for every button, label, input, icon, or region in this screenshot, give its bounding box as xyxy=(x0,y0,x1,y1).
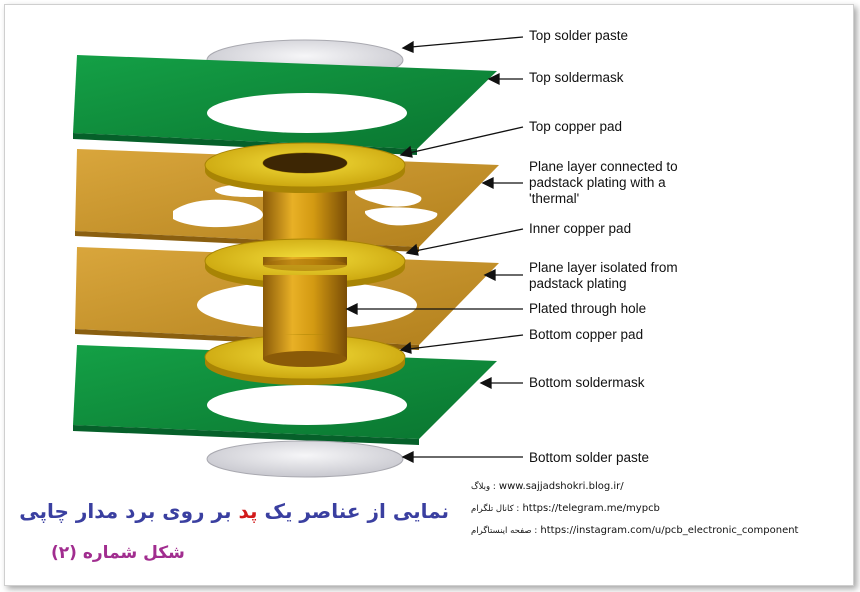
diagram-frame: Top solder paste Top soldermask Top copp… xyxy=(4,4,854,586)
label-top-soldermask: Top soldermask xyxy=(529,70,624,85)
arrow-isolated-plane xyxy=(483,268,523,282)
credit-blog: وبلاگ : www.sajjadshokri.blog.ir/ xyxy=(471,481,624,492)
bottom-solder-paste-disk xyxy=(206,440,404,478)
figure-number: شکل شماره (۲) xyxy=(51,543,185,563)
arrow-top-solder-paste xyxy=(401,36,524,53)
telegram-link[interactable]: https://telegram.me/mypcb xyxy=(522,503,660,514)
credit-telegram-label: کانال تلگرام : xyxy=(471,504,520,514)
arrow-top-copper-pad xyxy=(399,126,524,158)
arrow-bottom-solder-paste xyxy=(401,450,523,464)
label-bottom-copper-pad: Bottom copper pad xyxy=(529,327,644,342)
label-top-copper-pad: Top copper pad xyxy=(529,119,623,134)
arrow-bottom-copper-pad xyxy=(399,334,524,354)
label-isolated-plane: Plane layer isolated from padstack plati… xyxy=(529,260,678,291)
label-bottom-soldermask: Bottom soldermask xyxy=(529,375,645,390)
label-thermal-plane: Plane layer connected to padstack platin… xyxy=(529,159,678,206)
credit-instagram-label: صفحه اینستاگرام : xyxy=(471,526,538,536)
arrow-inner-copper-pad xyxy=(405,228,524,256)
arrow-thermal-plane xyxy=(481,176,523,190)
credit-instagram: صفحه اینستاگرام : https://instagram.com/… xyxy=(471,525,798,536)
title-highlight: پد xyxy=(238,499,258,523)
arrow-bottom-soldermask xyxy=(479,376,523,390)
title-part1: نمایی از عناصر یک xyxy=(257,499,449,523)
label-bottom-solder-paste: Bottom solder paste xyxy=(529,450,650,465)
label-plated-through-hole: Plated through hole xyxy=(529,301,647,316)
credit-blog-label: وبلاگ : xyxy=(471,482,496,492)
title-part2: بر روی برد مدار چاپی xyxy=(19,499,239,523)
padstack-illustration xyxy=(73,36,524,478)
credit-telegram: کانال تلگرام : https://telegram.me/mypcb xyxy=(471,503,660,514)
persian-title: نمایی از عناصر یک پد بر روی برد مدار چاپ… xyxy=(19,499,449,523)
arrow-top-soldermask xyxy=(487,72,523,86)
label-top-solder-paste: Top solder paste xyxy=(529,28,629,43)
bottom-copper-pad xyxy=(204,334,406,385)
arrow-plated-through-hole xyxy=(345,302,523,316)
blog-link[interactable]: www.sajjadshokri.blog.ir/ xyxy=(498,481,624,492)
top-copper-pad xyxy=(204,142,406,193)
instagram-link[interactable]: https://instagram.com/u/pcb_electronic_c… xyxy=(540,525,799,536)
top-soldermask-layer xyxy=(73,55,497,155)
label-inner-copper-pad: Inner copper pad xyxy=(529,221,632,236)
